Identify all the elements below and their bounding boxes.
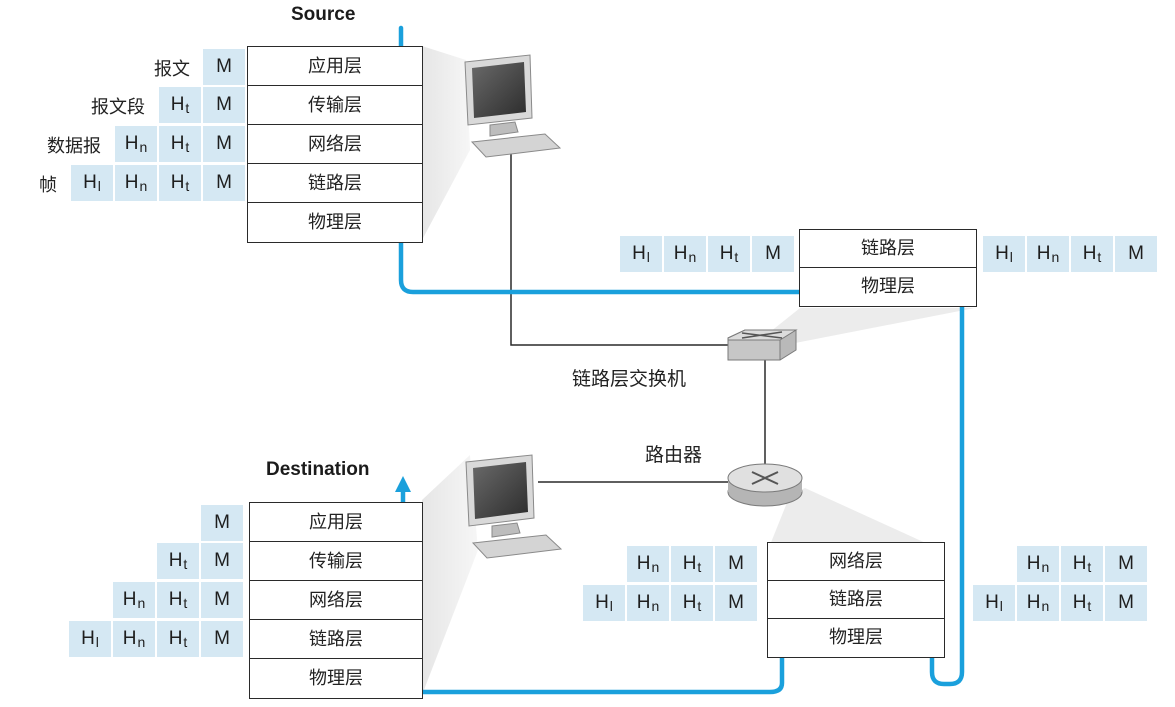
layer-network: 网络层 (248, 125, 422, 164)
message-cell: M (1105, 585, 1147, 621)
layer-transport: 传输层 (248, 86, 422, 125)
row-label-frame: 帧 (39, 175, 57, 196)
switch-zoom-beam (760, 308, 975, 345)
source-title: Source (291, 4, 356, 25)
row-label-datagram: 数据报 (47, 136, 101, 157)
source-computer-icon (464, 54, 562, 158)
dest-message-row: M (199, 505, 243, 541)
destination-title: Destination (266, 459, 370, 480)
router-zoom-beam (770, 488, 930, 545)
layer-link: 链路层 (248, 164, 422, 203)
layer-physical: 物理层 (309, 668, 363, 689)
layer-application: 应用层 (250, 503, 422, 542)
message-cell: M (203, 126, 245, 162)
message-cell: M (203, 87, 245, 123)
message-cell: M (715, 585, 757, 621)
layer-application: 应用层 (248, 47, 422, 86)
message-cell: M (201, 543, 243, 579)
destination-protocol-stack: 应用层 传输层 网络层 链路层 物理层 (249, 502, 423, 699)
router-label: 路由器 (645, 444, 703, 466)
layer-physical: 物理层 (829, 627, 883, 648)
source-zoom-beam (422, 46, 470, 240)
switch-protocol-stack: 链路层 物理层 (799, 229, 977, 307)
message-cell: M (715, 546, 757, 582)
row-label-message: 报文 (154, 59, 190, 80)
message-cell: M (201, 582, 243, 618)
router-protocol-stack: 网络层 链路层 物理层 (767, 542, 945, 658)
row-label-segment: 报文段 (91, 97, 145, 118)
message-cell: M (203, 49, 245, 85)
switch-label: 链路层交换机 (572, 368, 687, 390)
layer-network: 网络层 (768, 543, 944, 581)
source-message-row: M (201, 49, 245, 85)
router-icon (727, 463, 803, 507)
link-source-switch (510, 152, 735, 346)
data-path-arrowhead (395, 476, 411, 492)
layer-physical: 物理层 (861, 276, 915, 297)
dest-zoom-beam (422, 455, 478, 695)
layer-transport: 传输层 (250, 542, 422, 581)
destination-computer-icon (465, 454, 563, 559)
layer-link: 链路层 (250, 620, 422, 659)
message-cell: M (1105, 546, 1147, 582)
source-protocol-stack: 应用层 传输层 网络层 链路层 物理层 (247, 46, 423, 243)
layer-link: 链路层 (768, 581, 944, 619)
layer-network: 网络层 (250, 581, 422, 620)
layer-physical: 物理层 (308, 212, 362, 233)
message-cell: M (1115, 236, 1157, 272)
switch-icon (727, 329, 798, 361)
layer-link: 链路层 (800, 230, 976, 268)
message-cell: M (201, 505, 243, 541)
message-cell: M (752, 236, 794, 272)
message-cell: M (203, 165, 245, 201)
message-cell: M (201, 621, 243, 657)
